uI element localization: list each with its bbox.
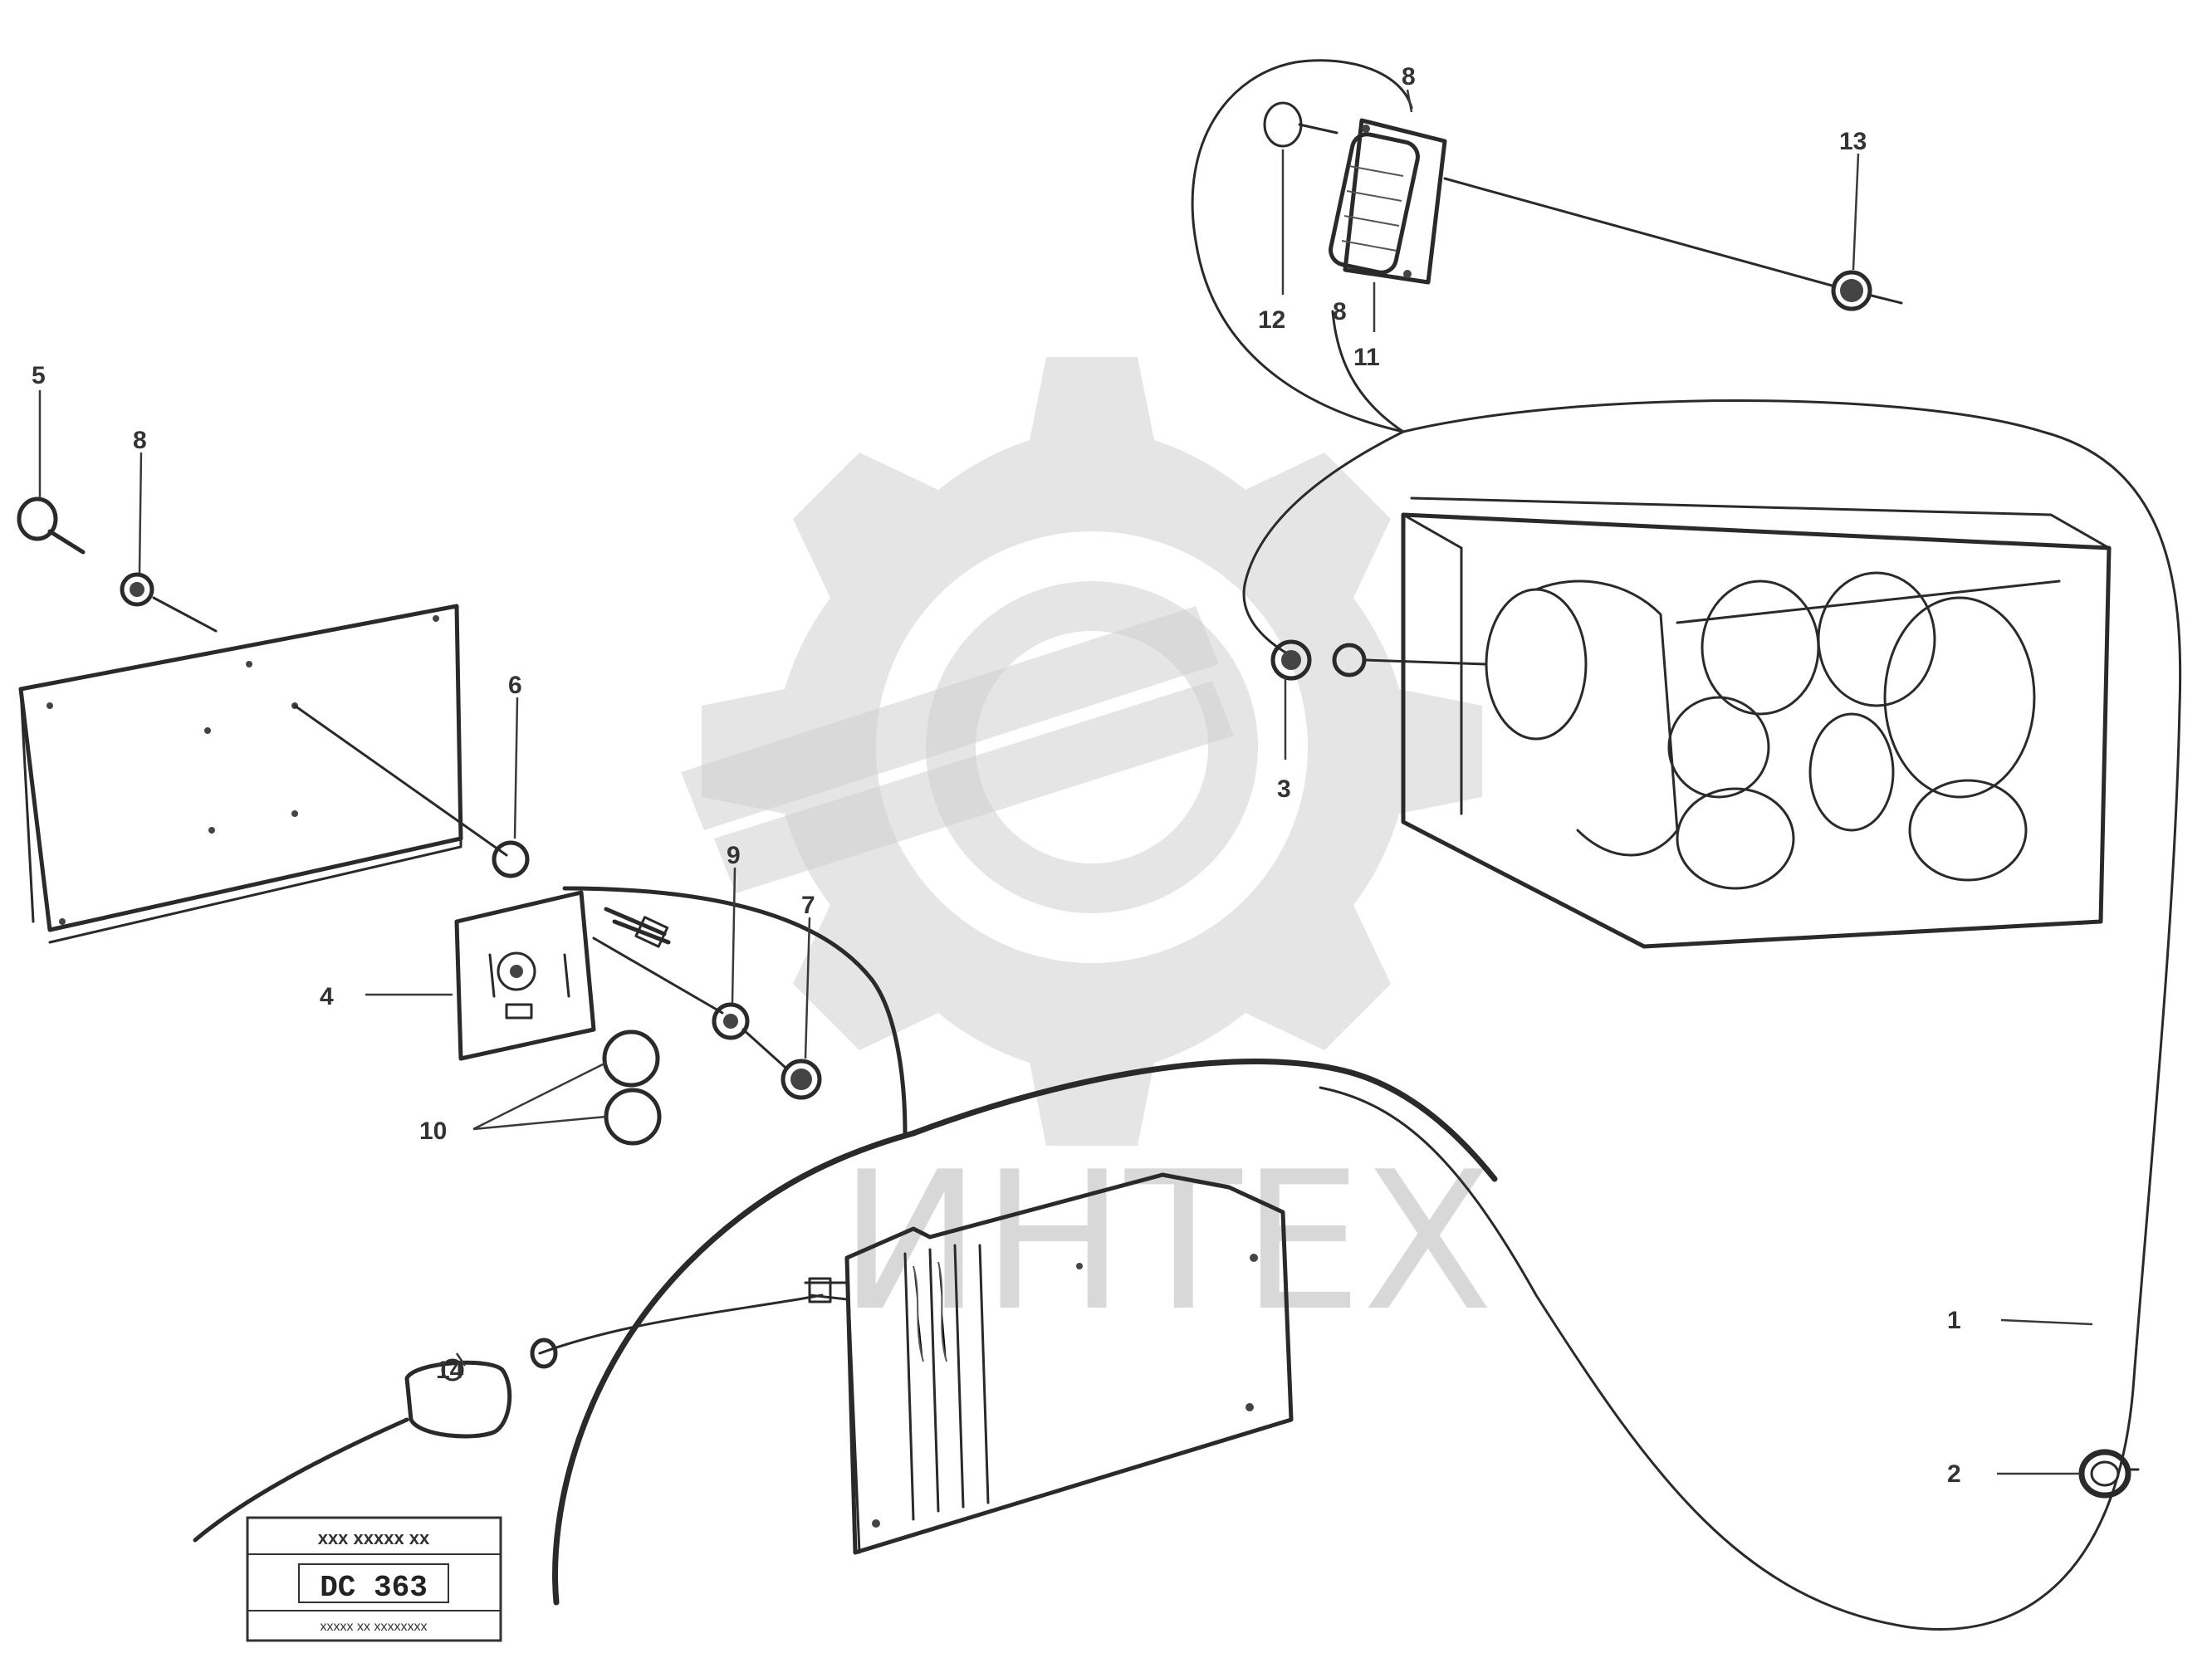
callout-9: 9 bbox=[727, 842, 741, 869]
callout-4: 4 bbox=[320, 983, 334, 1010]
callout-1: 1 bbox=[1947, 1307, 1961, 1334]
top-sensor-assembly bbox=[1263, 101, 1903, 311]
connector-2 bbox=[2078, 1449, 2140, 1499]
callout-12: 12 bbox=[1258, 306, 1285, 334]
callout-5: 5 bbox=[32, 362, 46, 389]
callout-13: 13 bbox=[1839, 128, 1867, 155]
bolt-5 bbox=[17, 496, 58, 541]
nut-13 bbox=[1831, 270, 1872, 311]
connector-3 bbox=[1270, 639, 1488, 681]
callout-8-sensor: 8 bbox=[1333, 298, 1347, 325]
reference-stamp: ххх ххххх хх DC 363 ххххх хх хххххххх bbox=[246, 1516, 502, 1642]
callout-11: 11 bbox=[1353, 344, 1380, 371]
watermark-text: ИНТЕХ bbox=[839, 1132, 1493, 1353]
washer-9 bbox=[712, 1002, 750, 1040]
terminal-panel bbox=[404, 1172, 1294, 1555]
sensor-14 bbox=[404, 1360, 512, 1439]
callout-3: 3 bbox=[1277, 775, 1291, 803]
callout-7: 7 bbox=[801, 892, 815, 919]
leader-lines bbox=[38, 89, 2093, 1475]
engine-block bbox=[1401, 496, 2112, 949]
stamp-header: ххх ххххх хх bbox=[318, 1528, 430, 1548]
bracket-4 bbox=[454, 840, 822, 1146]
nut-7 bbox=[781, 1059, 822, 1100]
callout-6: 6 bbox=[508, 672, 522, 699]
stamp-footer: ххххх хх хххххххх bbox=[321, 1620, 428, 1634]
callout-labels: 5 8 6 4 10 9 7 3 8 12 8 11 13 1 2 14 bbox=[32, 63, 1961, 1488]
callout-8-top: 8 bbox=[1402, 63, 1416, 90]
watermark-gear-logo bbox=[681, 357, 1482, 1146]
callout-14: 14 bbox=[436, 1357, 464, 1384]
nut-8 bbox=[120, 572, 154, 607]
wire-harness bbox=[193, 59, 2182, 1631]
callout-10: 10 bbox=[419, 1117, 447, 1145]
callout-2: 2 bbox=[1947, 1460, 1961, 1488]
stamp-code: DC 363 bbox=[320, 1571, 428, 1605]
mounting-plate bbox=[17, 496, 508, 944]
callout-8-left: 8 bbox=[133, 427, 147, 454]
